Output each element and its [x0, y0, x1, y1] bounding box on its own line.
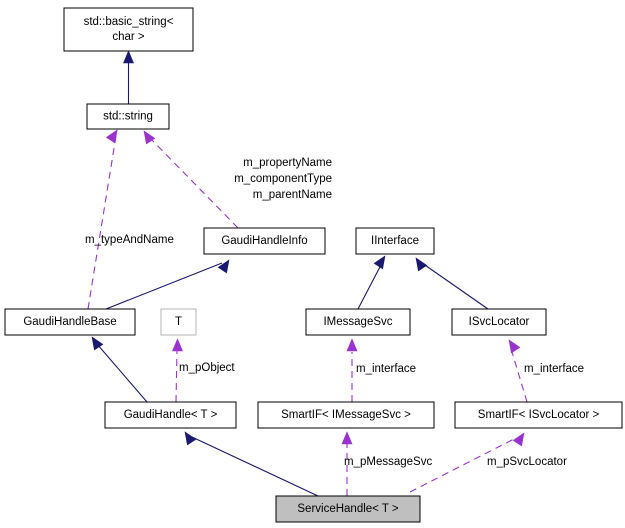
edge-usage: [511, 351, 528, 403]
edge-usage: [175, 349, 178, 403]
class-node-gaudi_handle_base[interactable]: GaudiHandleBase: [4, 308, 136, 336]
edge-usage: [409, 437, 517, 493]
usage-arrowhead: [341, 431, 353, 445]
class-node-smartif_imessagesvc[interactable]: SmartIF< IMessageSvc >: [257, 401, 435, 429]
class-node-template_t[interactable]: T: [160, 308, 197, 336]
inheritance-arrowhead: [373, 255, 386, 270]
class-node-label: ServiceHandle< T >: [297, 503, 399, 515]
class-node-box[interactable]: [257, 401, 435, 429]
inheritance-arrowhead: [123, 50, 134, 64]
usage-arrowhead: [346, 338, 358, 352]
class-node-label: GaudiHandleInfo: [221, 235, 307, 247]
edge-label: m_interface: [524, 363, 584, 375]
usage-arrowhead: [143, 130, 156, 145]
class-node-box[interactable]: [454, 401, 623, 429]
edge-label: m_pMessageSvc: [344, 456, 432, 468]
class-node-imessagesvc[interactable]: IMessageSvc: [305, 308, 411, 336]
edge-inheritance: [96, 343, 148, 403]
edge-inheritance: [357, 262, 383, 310]
class-node-box[interactable]: [305, 308, 411, 336]
class-node-label: SmartIF< ISvcLocator >: [478, 409, 600, 421]
class-node-label: T: [175, 316, 182, 328]
class-node-box[interactable]: [86, 103, 170, 130]
inheritance-arrowhead: [217, 259, 230, 274]
class-node-box[interactable]: [355, 227, 435, 255]
class-node-label: IInterface: [371, 235, 419, 247]
usage-arrowhead: [508, 339, 521, 354]
class-node-isvclocator[interactable]: ISvcLocator: [451, 308, 547, 336]
edges-layer: [87, 58, 528, 497]
class-node-gaudi_handle_t[interactable]: GaudiHandle< T >: [104, 401, 237, 429]
inheritance-arrowhead: [415, 257, 428, 272]
class-node-box[interactable]: [451, 308, 547, 336]
edge-usage: [147, 135, 239, 229]
edge-inheritance: [421, 262, 489, 310]
class-node-label: SmartIF< IMessageSvc >: [281, 409, 411, 421]
class-node-service_handle_t[interactable]: ServiceHandle< T >: [275, 495, 421, 523]
class-node-label: GaudiHandle< T >: [124, 409, 218, 421]
class-node-label: GaudiHandleBase: [23, 316, 116, 328]
class-node-box[interactable]: [275, 495, 421, 523]
usage-arrowhead: [512, 432, 525, 447]
edge-label: m_pObject: [179, 362, 235, 374]
class-node-box[interactable]: [160, 308, 197, 336]
class-node-gaudi_handle_info[interactable]: GaudiHandleInfo: [203, 227, 326, 255]
class-node-label: IMessageSvc: [323, 316, 392, 328]
class-node-label: std::basic_string<char >: [84, 16, 174, 43]
inheritance-arrowhead: [184, 431, 197, 446]
edge-label: m_pSvcLocator: [487, 456, 567, 468]
class-node-iinterface[interactable]: IInterface: [355, 227, 435, 255]
usage-arrowhead: [172, 338, 183, 352]
edge-label: m_typeAndName: [85, 234, 174, 246]
nodes-layer: std::basic_string<char >std::stringGaudi…: [4, 7, 623, 523]
class-node-box[interactable]: [63, 7, 194, 52]
edge-usage: [87, 135, 117, 310]
class-node-std_string[interactable]: std::string: [86, 103, 170, 130]
class-node-label: std::string: [103, 111, 153, 123]
class-node-box[interactable]: [4, 308, 136, 336]
class-node-smartif_isvclocator[interactable]: SmartIF< ISvcLocator >: [454, 401, 623, 429]
usage-arrowhead: [105, 129, 118, 144]
class-node-basic_string[interactable]: std::basic_string<char >: [63, 7, 194, 52]
inheritance-arrowhead: [91, 336, 104, 351]
edge-inheritance: [105, 262, 223, 310]
edge-label: m_interface: [356, 363, 416, 375]
class-node-box[interactable]: [203, 227, 326, 255]
class-node-box[interactable]: [104, 401, 237, 429]
edge-inheritance: [191, 436, 319, 497]
class-node-label: ISvcLocator: [469, 316, 530, 328]
